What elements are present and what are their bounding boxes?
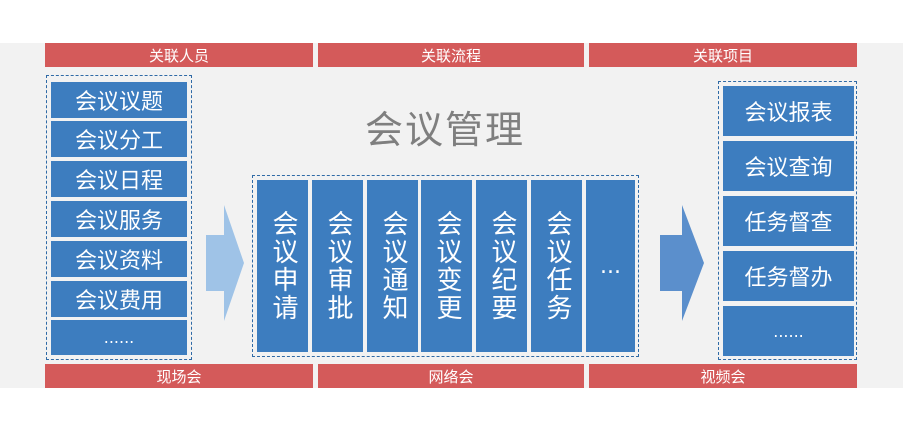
left-item-materials: 会议资料 xyxy=(51,241,187,277)
right-item-inspection: 任务督查 xyxy=(723,196,854,246)
right-group-frame xyxy=(718,81,857,360)
left-group-frame xyxy=(46,75,192,360)
left-item-schedule: 会议日程 xyxy=(51,161,187,197)
diagram-title: 会议管理 xyxy=(364,108,525,152)
top-bar-related-people: 关联人员 xyxy=(45,43,313,67)
left-item-topic: 会议议题 xyxy=(51,82,187,118)
left-item-expenses: 会议费用 xyxy=(51,281,187,317)
middle-item-notice: 会议通知 xyxy=(367,180,418,352)
middle-item-change: 会议变更 xyxy=(421,180,472,352)
top-bar-label: 关联人员 xyxy=(148,46,209,65)
right-item-query: 会议查询 xyxy=(723,141,854,191)
bottom-bar-label: 视频会 xyxy=(700,367,746,386)
right-item-more: ...... xyxy=(723,306,854,356)
left-item-service: 会议服务 xyxy=(51,201,187,237)
bottom-bar-label: 网络会 xyxy=(428,367,474,386)
right-item-supervision: 任务督办 xyxy=(723,251,854,301)
top-bar-related-project: 关联项目 xyxy=(589,43,857,67)
top-bar-label: 关联流程 xyxy=(420,46,481,65)
middle-group-frame xyxy=(252,175,639,357)
bottom-bar-video-meeting: 视频会 xyxy=(589,364,857,388)
left-item-division: 会议分工 xyxy=(51,121,187,157)
middle-item-approval: 会议审批 xyxy=(312,180,363,352)
middle-item-more: ... xyxy=(586,180,635,352)
middle-item-minutes: 会议纪要 xyxy=(476,180,527,352)
middle-item-application: 会议申请 xyxy=(257,180,308,352)
arrow-right-icon xyxy=(206,205,244,321)
right-item-report: 会议报表 xyxy=(723,86,854,136)
top-bar-related-process: 关联流程 xyxy=(318,43,584,67)
middle-item-tasks: 会议任务 xyxy=(531,180,582,352)
arrow-right-icon xyxy=(660,205,704,321)
bottom-bar-network-meeting: 网络会 xyxy=(318,364,584,388)
bottom-bar-onsite-meeting: 现场会 xyxy=(45,364,313,388)
bottom-bar-label: 现场会 xyxy=(156,367,202,386)
left-item-more: ...... xyxy=(51,320,187,355)
top-bar-label: 关联项目 xyxy=(692,46,753,65)
